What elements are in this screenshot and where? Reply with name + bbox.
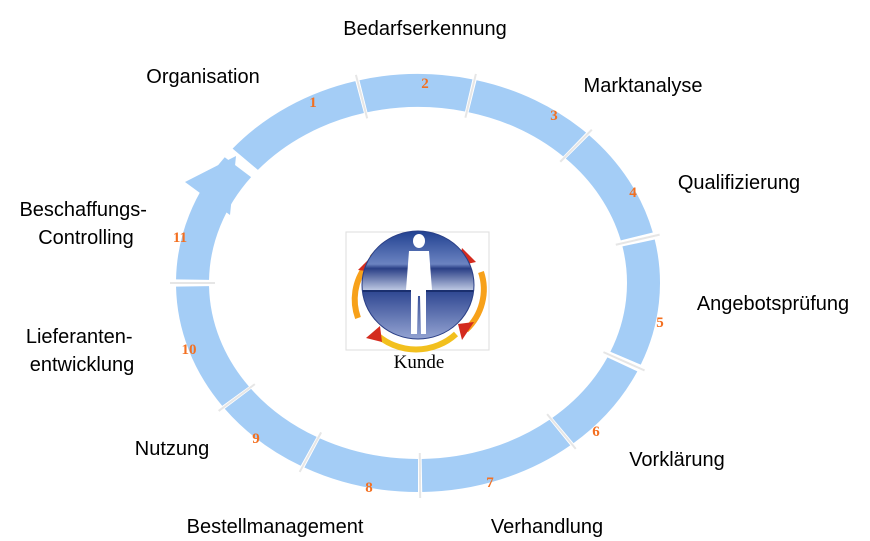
ring-segment-9 [224,388,317,466]
step-label-beschaffungs-line1: Beschaffungs- [19,199,147,221]
step-label-nutzung: Nutzung [135,438,210,460]
step-label-bestellmanagement: Bestellmanagement [187,516,364,538]
step-label-organisation: Organisation [146,66,259,88]
segment-number-2: 2 [421,76,429,92]
ring-segment-7 [421,419,571,492]
ring-segment-5 [610,239,660,365]
step-label-beschaffungs-line2: Controlling [38,227,134,249]
segment-divider-8 [298,431,323,473]
step-label-bedarfserkennung: Bedarfserkennung [343,18,506,40]
step-label-beschaffungs-controlling: Beschaffungs- Controlling [19,199,152,249]
ring-segment-3 [468,80,587,157]
customer-illustration [345,230,490,353]
segment-number-11: 11 [173,230,187,246]
ring-segment-4 [565,135,653,241]
segment-number-1: 1 [309,95,317,111]
ring-segment-1 [232,81,364,170]
segment-number-4: 4 [629,185,637,201]
step-label-lieferanten-line2: entwicklung [30,354,135,376]
segment-divider-9 [218,383,256,412]
cycle-ring [170,73,660,499]
step-label-verhandlung: Verhandlung [491,516,603,538]
segment-number-8: 8 [365,480,373,496]
segment-number-7: 7 [486,475,494,491]
step-label-qualifizierung: Qualifizierung [678,172,800,194]
segment-divider-5 [603,351,645,372]
ring-segment-2 [359,74,473,113]
segment-number-3: 3 [550,108,558,124]
step-label-marktanalyse: Marktanalyse [584,75,703,97]
step-label-lieferantenentwicklung: Lieferanten- entwicklung [26,326,138,376]
ring-segment-10 [176,286,249,406]
segment-divider-4 [615,233,660,246]
step-label-vorklaerung: Vorklärung [629,449,725,471]
ring-segment-8 [304,438,418,492]
step-label-lieferanten-line1: Lieferanten- [26,326,133,348]
ring-segment-6 [552,357,638,444]
segment-divider-6 [546,413,577,450]
segment-divider-3 [559,128,593,163]
segment-divider-2 [464,73,477,118]
step-label-angebotspruefung: Angebotsprüfung [697,293,849,315]
segment-divider-1 [354,74,369,119]
segment-number-9: 9 [252,431,260,447]
cycle-arrowhead [185,156,236,215]
center-caption: Kunde [394,352,445,373]
segment-number-5: 5 [656,315,664,331]
segment-number-10: 10 [182,342,197,358]
person-silhouette-icon [406,234,432,334]
segment-number-6: 6 [592,424,600,440]
